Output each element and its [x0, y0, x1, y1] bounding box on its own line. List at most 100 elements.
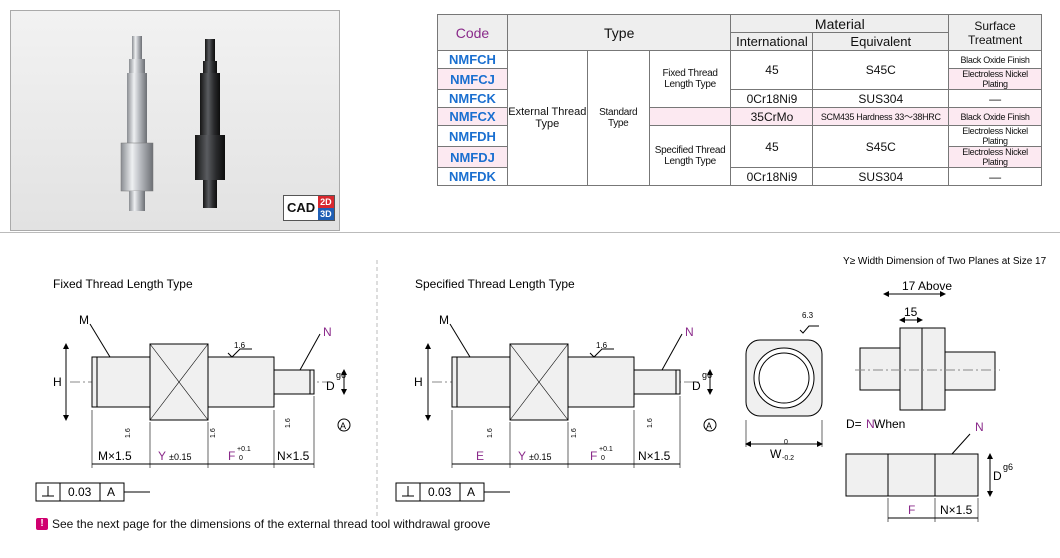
m-leader: [449, 323, 471, 358]
m-thread: [91, 356, 151, 408]
g6-label: g6: [702, 370, 712, 380]
header-type: Type: [506, 14, 732, 51]
code-cell: NMFCJ: [437, 68, 508, 90]
h-label: H: [414, 375, 423, 389]
f-tol-lo: 0: [239, 455, 243, 462]
n-leader: [299, 333, 321, 371]
tol-datum: A: [107, 485, 115, 499]
shaft-photos: [120, 36, 225, 211]
hex-part: [845, 453, 889, 497]
width-detail: Y≥ Width Dimension of Two Planes at Size…: [843, 256, 1047, 411]
shaft-body: [567, 356, 635, 408]
table-row: NMFCK 0Cr18Ni9 SUS304 —: [437, 89, 1042, 108]
m-leader: [89, 323, 111, 358]
blank-cell: [648, 107, 732, 126]
end-circle: [753, 347, 815, 409]
rough-small: 1.6: [487, 428, 494, 438]
header-international: International: [730, 32, 814, 51]
n-label: N: [685, 325, 694, 339]
table-row: NMFCJ Electroless Nickel Plating: [437, 68, 1042, 90]
nx-label: N×1.5: [638, 449, 671, 463]
rough-small: 1.6: [210, 428, 217, 438]
f-tol-up: +0.1: [599, 446, 613, 453]
header-code: Code: [437, 14, 508, 51]
rough-small: 1.6: [571, 428, 578, 438]
n-thread: [633, 369, 681, 395]
table-row: NMFDJ Electroless Nickel Plating: [437, 146, 1042, 168]
above-label: 17 Above: [902, 279, 952, 293]
cad-badge[interactable]: CAD 2D 3D: [283, 195, 335, 221]
y-tol: ±0.15: [169, 452, 191, 462]
type2-cell: Standard Type: [586, 50, 650, 186]
nx-label: N×1.5: [940, 503, 973, 517]
fifteen-label: 15: [904, 305, 918, 319]
g6-label: g6: [1003, 462, 1013, 472]
table-row: NMFCH External Thread Type Standard Type…: [437, 50, 1042, 186]
datum-symbol: [703, 418, 717, 432]
type1-cell: External Thread Type: [506, 50, 588, 186]
info-icon: !: [36, 518, 48, 530]
f-label: F: [908, 503, 915, 517]
dn-pre: D=: [846, 417, 862, 431]
shaft-left: [859, 347, 901, 391]
end-view: 6.3 W 0 -0.2: [745, 311, 823, 462]
n-leader: [951, 433, 971, 455]
roughness-label: 1.6: [234, 341, 246, 350]
roughness-symbol: [227, 348, 252, 358]
nx-label: N×1.5: [277, 449, 310, 463]
d-label: D: [692, 379, 701, 393]
rough-small: 1.6: [647, 418, 654, 428]
f-tol-lo: 0: [601, 455, 605, 462]
m-label: M: [439, 313, 449, 327]
fixed-title: Fixed Thread Length Type: [53, 277, 193, 291]
cad-3d: 3D: [318, 208, 334, 220]
dn-n: N: [866, 417, 875, 431]
material-cell: 0Cr18Ni9: [730, 167, 814, 186]
dn-detail: D= N When N D g6 F N×1.5: [845, 417, 1013, 522]
surface-cell: Electroless Nickel Plating: [948, 146, 1042, 168]
n-thread: [273, 369, 315, 395]
d-label: D: [326, 379, 335, 393]
n-label: N: [975, 420, 984, 434]
y-label: Y: [518, 449, 526, 463]
surface-cell: Black Oxide Finish: [948, 50, 1042, 69]
fixed-cell: Fixed Thread Length Type: [648, 50, 732, 108]
y-label: Y: [158, 449, 166, 463]
material-cell: 45: [730, 50, 814, 90]
thread-part: [887, 453, 979, 497]
w-tol-up: 0: [784, 439, 788, 446]
datum-symbol: [337, 418, 351, 432]
w-label: W: [770, 447, 782, 461]
f-label: F: [228, 449, 235, 463]
e-label: E: [476, 449, 484, 463]
w-tol-lo: -0.2: [782, 455, 794, 462]
surface-cell: Electroless Nickel Plating: [948, 68, 1042, 90]
cad-2d: 2D: [318, 196, 334, 208]
roughness-label: 6.3: [802, 311, 814, 320]
rough-small: 1.6: [285, 418, 292, 428]
code-cell: NMFDH: [437, 125, 508, 147]
width-note: Y≥ Width Dimension of Two Planes at Size…: [843, 256, 1047, 267]
tol-value: 0.03: [68, 485, 92, 499]
code-cell: NMFCK: [437, 89, 508, 108]
table-row: NMFDK 0Cr18Ni9 SUS304 —: [437, 167, 1042, 186]
footnote-text: See the next page for the dimensions of …: [52, 517, 491, 531]
spec-table: Code Type Material Surface Treatment Int…: [437, 14, 1042, 186]
specified-title: Specified Thread Length Type: [415, 277, 575, 291]
h-label: H: [53, 375, 62, 389]
material-cell: 35CrMo: [730, 107, 814, 126]
hex-diag: [509, 343, 569, 421]
n-leader: [661, 333, 683, 371]
rough-small: 1.6: [125, 428, 132, 438]
surface-cell: Electroless Nickel Plating: [948, 125, 1042, 147]
cad-label: CAD: [287, 200, 316, 215]
code-cell: NMFDJ: [437, 146, 508, 168]
equivalent-cell: S45C: [812, 125, 950, 168]
technical-drawing: Fixed Thread Length Type H D g6 A M N 1.…: [35, 256, 1047, 522]
m-thread: [451, 356, 511, 408]
fixed-drawing: Fixed Thread Length Type H D g6 A M N 1.…: [35, 277, 351, 502]
g6-label: g6: [336, 370, 346, 380]
code-cell: NMFCX: [437, 107, 508, 126]
shaft-body: [207, 356, 275, 408]
